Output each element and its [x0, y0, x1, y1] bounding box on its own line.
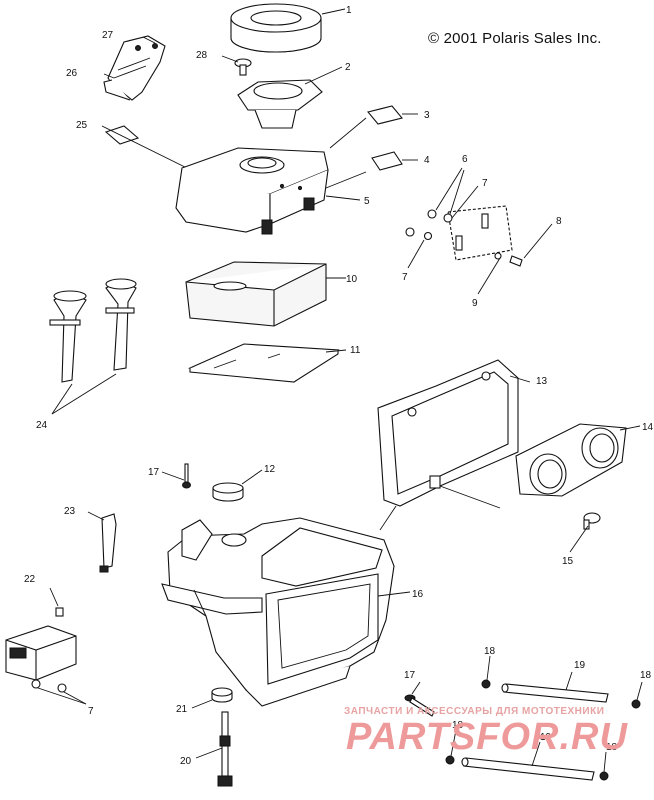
- part-23-latch: [99, 513, 117, 573]
- callout-24: 24: [36, 420, 48, 431]
- part-11-plate: [187, 343, 340, 383]
- callout-18b: 18: [640, 670, 652, 681]
- callout-23: 23: [64, 506, 76, 517]
- callout-17a: 17: [148, 467, 160, 478]
- part-2-intake-boot: [237, 79, 323, 129]
- callout-26: 26: [66, 68, 78, 79]
- callout-15: 15: [562, 556, 574, 567]
- part-24-drain-tubes: [49, 278, 137, 383]
- part-21-grommet: [211, 687, 233, 703]
- callout-7b: 7: [402, 272, 408, 283]
- part-17-bolt-lower: [404, 694, 435, 717]
- callout-5: 5: [364, 196, 370, 207]
- copyright-notice: © 2001 Polaris Sales Inc.: [428, 30, 602, 47]
- callout-17b: 17: [404, 670, 416, 681]
- part-22-ecu-module: [5, 607, 77, 693]
- callout-13: 13: [536, 376, 548, 387]
- watermark-logo: PARTSFOR.RU: [346, 716, 628, 758]
- part-1-foam-ring: [230, 3, 322, 53]
- callout-19b: 19: [540, 732, 552, 743]
- callout-18c: 18: [452, 720, 464, 731]
- callout-21: 21: [176, 704, 188, 715]
- part-15-screw: [583, 512, 601, 530]
- parts-6-9-hardware: [405, 205, 523, 267]
- callout-16: 16: [412, 589, 424, 600]
- part-12-cap: [212, 482, 244, 502]
- callout-1: 1: [346, 5, 352, 16]
- callout-10: 10: [346, 274, 358, 285]
- callout-4: 4: [424, 155, 430, 166]
- callout-19a: 19: [574, 660, 586, 671]
- callout-12: 12: [264, 464, 276, 475]
- callout-22: 22: [24, 574, 36, 585]
- part-5-airbox-lid: [175, 147, 329, 235]
- callout-11: 11: [350, 345, 361, 356]
- callout-3: 3: [424, 110, 430, 121]
- callout-14: 14: [642, 422, 654, 433]
- callout-27: 27: [102, 30, 114, 41]
- part-19-hose-upper: [501, 683, 609, 703]
- callout-18d: 18: [606, 742, 618, 753]
- callout-8: 8: [556, 216, 562, 227]
- callout-6: 6: [462, 154, 468, 165]
- part-18-clamps: [445, 679, 641, 781]
- part-13-cover: [377, 359, 519, 509]
- callout-7a: 7: [482, 178, 488, 189]
- callout-2: 2: [345, 62, 351, 73]
- part-10-foam-filter: [185, 261, 327, 327]
- callout-7c: 7: [88, 706, 94, 717]
- callout-28: 28: [196, 50, 208, 61]
- callout-9: 9: [472, 298, 478, 309]
- part-16-airbox-base: [161, 517, 395, 707]
- part-3-label: [367, 105, 403, 125]
- part-27-mount-bracket: [103, 35, 166, 101]
- callout-20: 20: [180, 756, 192, 767]
- part-4-label: [371, 151, 403, 171]
- part-28-rivet: [234, 58, 252, 76]
- watermark-tagline: ЗАПЧАСТИ И АКСЕССУАРЫ ДЛЯ МОТОТЕХНИКИ: [344, 706, 605, 717]
- callout-25: 25: [76, 120, 88, 131]
- part-19-hose-lower: [461, 757, 595, 781]
- callout-18a: 18: [484, 646, 496, 657]
- part-14-outlet-plate: [515, 423, 627, 497]
- part-20-sensor: [217, 711, 233, 787]
- part-17-bolt-upper: [182, 463, 191, 489]
